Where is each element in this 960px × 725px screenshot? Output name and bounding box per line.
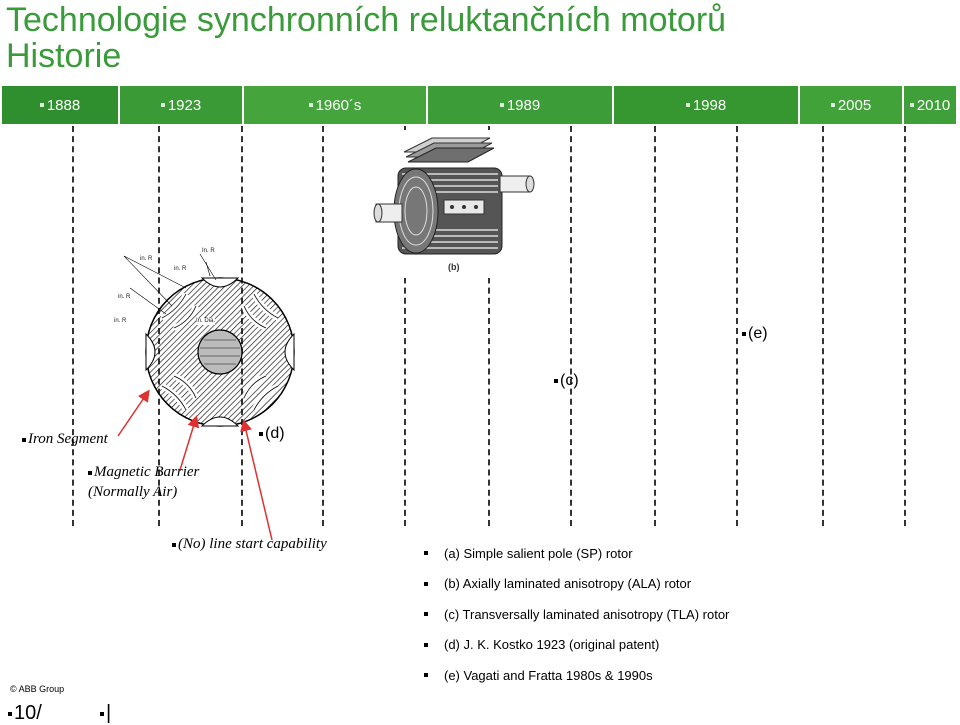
title-line-1: Technologie synchronních reluktančních m…: [6, 1, 727, 39]
timeline-year: 2010: [916, 96, 951, 114]
patent-annotation: in. R: [118, 294, 131, 300]
bullet-icon: [499, 103, 504, 107]
timeline-guide: [822, 126, 824, 526]
label-magnetic-barrier: Magnetic Barrier (Normally Air): [88, 464, 200, 500]
bullet-icon: [88, 470, 92, 475]
bullet-icon: [39, 103, 44, 107]
legend-item: (b) Axially laminated anisotropy (ALA) r…: [424, 569, 729, 600]
patent-annotation: In. Dia.: [196, 318, 216, 325]
bullet-icon: [424, 612, 428, 617]
footer-copyright: © ABB Group: [10, 684, 65, 694]
timeline-year: 1960´s: [315, 96, 362, 114]
timeline-guide: [570, 126, 572, 526]
timeline-segment: 2005: [800, 86, 904, 124]
arrow-iron-segment: [117, 389, 150, 437]
bullet-icon: [259, 431, 263, 436]
bullet-icon: [424, 642, 428, 647]
bullet-icon: [424, 551, 428, 556]
bullet-icon: [554, 378, 558, 383]
timeline-year: 1998: [692, 96, 727, 114]
timeline-guide: [72, 126, 74, 526]
timeline-guide: [404, 126, 406, 526]
patent-annotation: in. R: [174, 266, 187, 272]
bullet-icon: [909, 103, 914, 107]
timeline-segment: 1989: [428, 86, 614, 124]
ala-rotor-drawing: [373, 137, 535, 255]
label-fig-d: (d): [259, 425, 285, 443]
timeline-bar: 1888 1923 1960´s 1989 1998 2005 2010: [2, 86, 956, 124]
bullet-icon: [172, 542, 176, 547]
timeline-segment: 1923: [120, 86, 244, 124]
timeline-year: 1989: [506, 96, 541, 114]
bullet-icon: [424, 581, 428, 586]
slide-title: Technologie synchronních reluktančních m…: [6, 2, 726, 74]
legend-item: (c) Transversally laminated anisotropy (…: [424, 599, 729, 630]
timeline-year: 1923: [167, 96, 202, 114]
title-line-2: Historie: [6, 37, 122, 75]
label-fig-e: (e): [742, 325, 768, 343]
arrow-no-line-start: [240, 419, 273, 541]
legend-item: (d) J. K. Kostko 1923 (original patent): [424, 630, 729, 661]
bullet-icon: [308, 103, 313, 107]
bullet-icon: [160, 103, 165, 107]
legend-item: (a) Simple salient pole (SP) rotor: [424, 538, 729, 569]
label-no-line-start: (No) line start capability: [172, 536, 327, 553]
bullet-icon: [830, 103, 835, 107]
bullet-icon: [100, 711, 104, 716]
footer-page-number: 10/: [8, 702, 42, 725]
timeline-guide: [736, 126, 738, 526]
figure-legend: (a) Simple salient pole (SP) rotor (b) A…: [424, 538, 729, 691]
bullet-icon: [742, 331, 746, 336]
bullet-icon: [22, 437, 26, 442]
legend-item: (e) Vagati and Fratta 1980s & 1990s: [424, 660, 729, 691]
figure-d-kostko-patent: in. R in. R in. R in. R In. R In. Dia.: [110, 248, 300, 428]
patent-annotation: in. R: [140, 256, 153, 262]
timeline-segment: 1888: [2, 86, 120, 124]
footer-bar: |: [100, 702, 111, 725]
arrow-magnetic-barrier: [179, 415, 200, 471]
timeline-segment: 2010: [904, 86, 956, 124]
label-fig-c: (c): [554, 372, 579, 390]
timeline-guide: [488, 126, 490, 526]
figure-b-caption: (b): [448, 262, 460, 272]
patent-annotation: In. R: [202, 248, 215, 254]
bullet-icon: [8, 711, 12, 716]
bullet-icon: [685, 103, 690, 107]
label-iron-segment: Iron Segment: [22, 431, 108, 448]
timeline-year: 2005: [837, 96, 872, 114]
bullet-icon: [424, 673, 428, 678]
timeline-guide: [322, 126, 324, 526]
timeline-year: 1888: [46, 96, 81, 114]
patent-drawing: [123, 253, 295, 427]
figure-b-ala-rotor: [372, 130, 540, 278]
timeline-guide: [654, 126, 656, 526]
patent-annotation: in. R: [114, 318, 127, 324]
timeline-segment: 1998: [614, 86, 800, 124]
timeline-segment: 1960´s: [244, 86, 428, 124]
timeline-guide: [904, 126, 906, 526]
